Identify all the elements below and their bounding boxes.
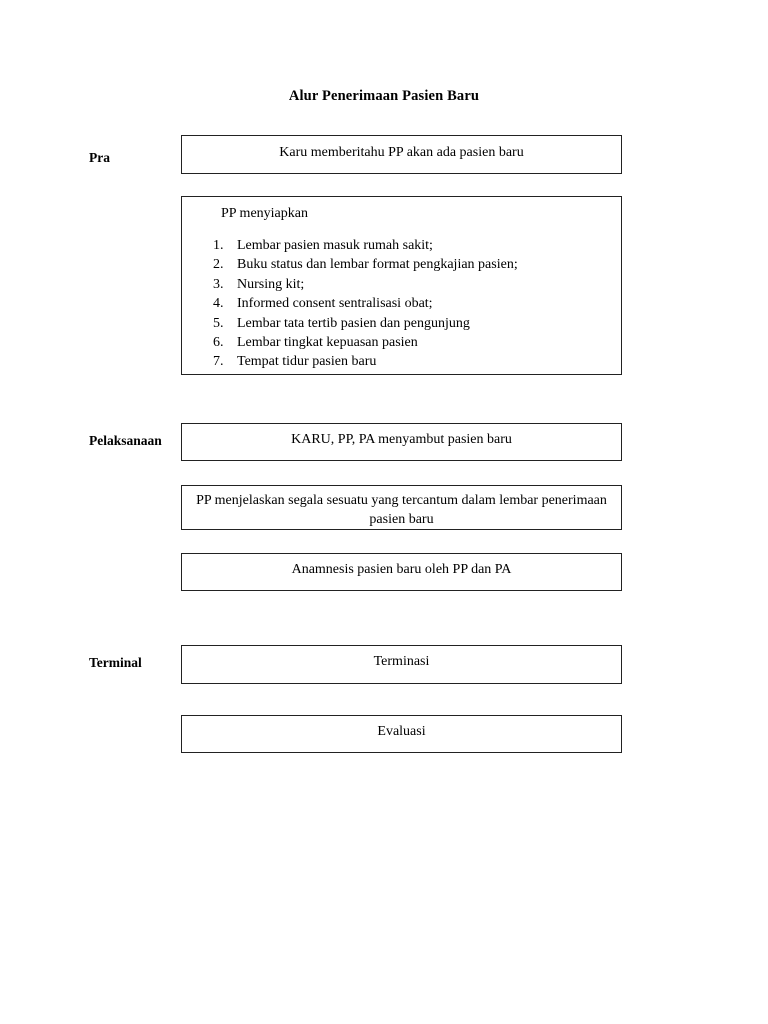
list-item-label: Buku status dan lembar format pengkajian…	[237, 257, 518, 273]
page-title: Alur Penerimaan Pasien Baru	[288, 88, 480, 104]
list-item: 6. Lembar tingkat kepuasan pasien	[182, 333, 621, 352]
list-item: 1. Lembar pasien masuk rumah sakit;	[182, 236, 621, 255]
flow-box-karu-notify: Karu memberitahu PP akan ada pasien baru	[181, 135, 622, 174]
list-item: 4. Informed consent sentralisasi obat;	[182, 294, 621, 313]
flow-box-preparation: PP menyiapkan 1. Lembar pasien masuk rum…	[181, 196, 622, 375]
list-item-label: Lembar tata tertib pasien dan pengunjung	[237, 315, 470, 331]
flow-box-evaluation: Evaluasi	[181, 715, 622, 753]
flow-box-explain-admission: PP menjelaskan segala sesuatu yang terca…	[181, 485, 622, 530]
stage-label-pra: Pra	[89, 150, 110, 165]
list-item-label: Informed consent sentralisasi obat;	[237, 296, 433, 312]
list-item-number: 4.	[213, 296, 224, 312]
list-item-label: Nursing kit;	[237, 276, 305, 292]
list-item: 7. Tempat tidur pasien baru	[182, 352, 621, 371]
flow-box-termination: Terminasi	[181, 645, 622, 684]
flow-box-welcome-patient-text: KARU, PP, PA menyambut pasien baru	[291, 432, 512, 447]
flow-box-anamnesis-text: Anamnesis pasien baru oleh PP dan PA	[291, 562, 512, 577]
list-item-number: 7.	[213, 354, 224, 370]
preparation-list: 1. Lembar pasien masuk rumah sakit; 2. B…	[182, 223, 621, 372]
flow-box-explain-admission-text: PP menjelaskan segala sesuatu yang terca…	[196, 493, 607, 527]
list-item-label: Lembar pasien masuk rumah sakit;	[237, 238, 433, 253]
list-item-number: 1.	[213, 238, 224, 253]
list-item: 5. Lembar tata tertib pasien dan pengunj…	[182, 314, 621, 333]
stage-label-terminal: Terminal	[89, 655, 142, 670]
preparation-heading: PP menyiapkan	[221, 206, 308, 221]
list-item-label: Lembar tingkat kepuasan pasien	[237, 335, 418, 351]
list-item: 3. Nursing kit;	[182, 275, 621, 294]
stage-label-pelaksanaan: Pelaksanaan	[89, 433, 162, 448]
list-item-number: 5.	[213, 315, 224, 331]
list-item-label: Tempat tidur pasien baru	[237, 354, 377, 370]
flow-box-termination-text: Terminasi	[373, 654, 430, 669]
list-item-number: 6.	[213, 335, 224, 351]
flow-box-welcome-patient: KARU, PP, PA menyambut pasien baru	[181, 423, 622, 461]
flow-box-evaluation-text: Evaluasi	[377, 724, 426, 739]
flow-box-anamnesis: Anamnesis pasien baru oleh PP dan PA	[181, 553, 622, 591]
flow-box-karu-notify-text: Karu memberitahu PP akan ada pasien baru	[279, 145, 524, 160]
list-item-number: 2.	[213, 257, 224, 273]
list-item: 2. Buku status dan lembar format pengkaj…	[182, 255, 621, 274]
list-item-number: 3.	[213, 276, 224, 292]
